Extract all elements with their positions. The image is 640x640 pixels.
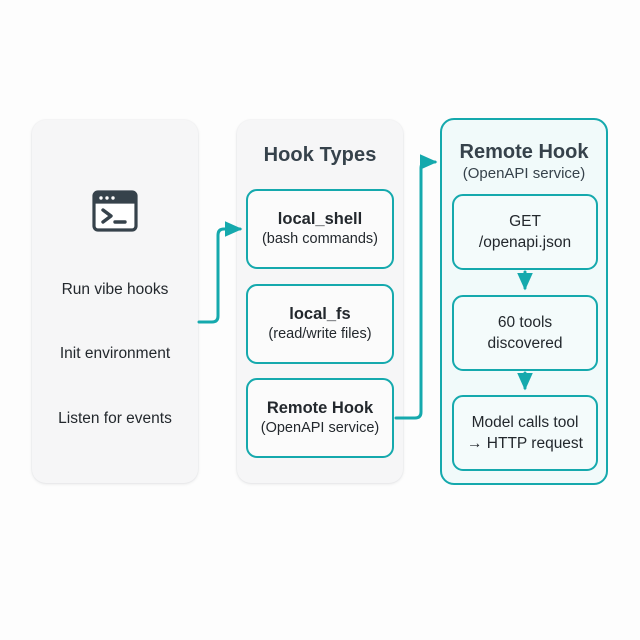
hook-card-name: Remote Hook (266, 399, 374, 417)
hook-card-detail: (read/write files) (268, 326, 372, 342)
remote-step-line1: GET (509, 213, 541, 230)
panel-vibe-cli (32, 120, 198, 483)
remote-step-tools-discovered[interactable]: 60 tools discovered (452, 295, 598, 371)
panel-title-hook-types: Hook Types (263, 144, 377, 166)
remote-step-text: 60 tools discovered (488, 312, 563, 354)
hook-card-name: local_shell (277, 210, 363, 228)
panel-title-remote-hook: Remote Hook (OpenAPI service) (440, 140, 608, 184)
remote-hook-subtitle: (OpenAPI service) (462, 165, 586, 182)
cli-list-item-run-vibe-hooks: Run vibe hooks (61, 281, 169, 298)
hook-card-local-fs[interactable]: local_fs (read/write files) (246, 284, 394, 364)
remote-step-line2: → HTTP request (466, 435, 583, 452)
hook-card-detail: (bash commands) (261, 231, 379, 247)
hook-card-detail: (OpenAPI service) (260, 420, 380, 436)
remote-step-get-openapi[interactable]: GET /openapi.json (452, 194, 598, 270)
remote-step-line2: /openapi.json (478, 234, 572, 251)
terminal-icon (92, 190, 138, 232)
cli-list-item-listen-for-events: Listen for events (58, 410, 172, 427)
remote-step-text: Model calls tool → HTTP request (467, 412, 583, 454)
remote-step-line1: 60 tools (497, 314, 553, 331)
connector-cli-to-local-shell (197, 221, 243, 324)
cli-list-item-init-environment: Init environment (59, 345, 171, 362)
remote-step-line1: Model calls tool (471, 414, 579, 431)
remote-step-line2: discovered (487, 335, 563, 352)
hook-card-name: local_fs (289, 305, 351, 323)
remote-step-model-calls-tool[interactable]: Model calls tool → HTTP request (452, 395, 598, 471)
hook-card-remote-hook[interactable]: Remote Hook (OpenAPI service) (246, 378, 394, 458)
remote-step-text: GET /openapi.json (479, 211, 571, 253)
hook-card-local-shell[interactable]: local_shell (bash commands) (246, 189, 394, 269)
remote-hook-title: Remote Hook (459, 141, 589, 163)
